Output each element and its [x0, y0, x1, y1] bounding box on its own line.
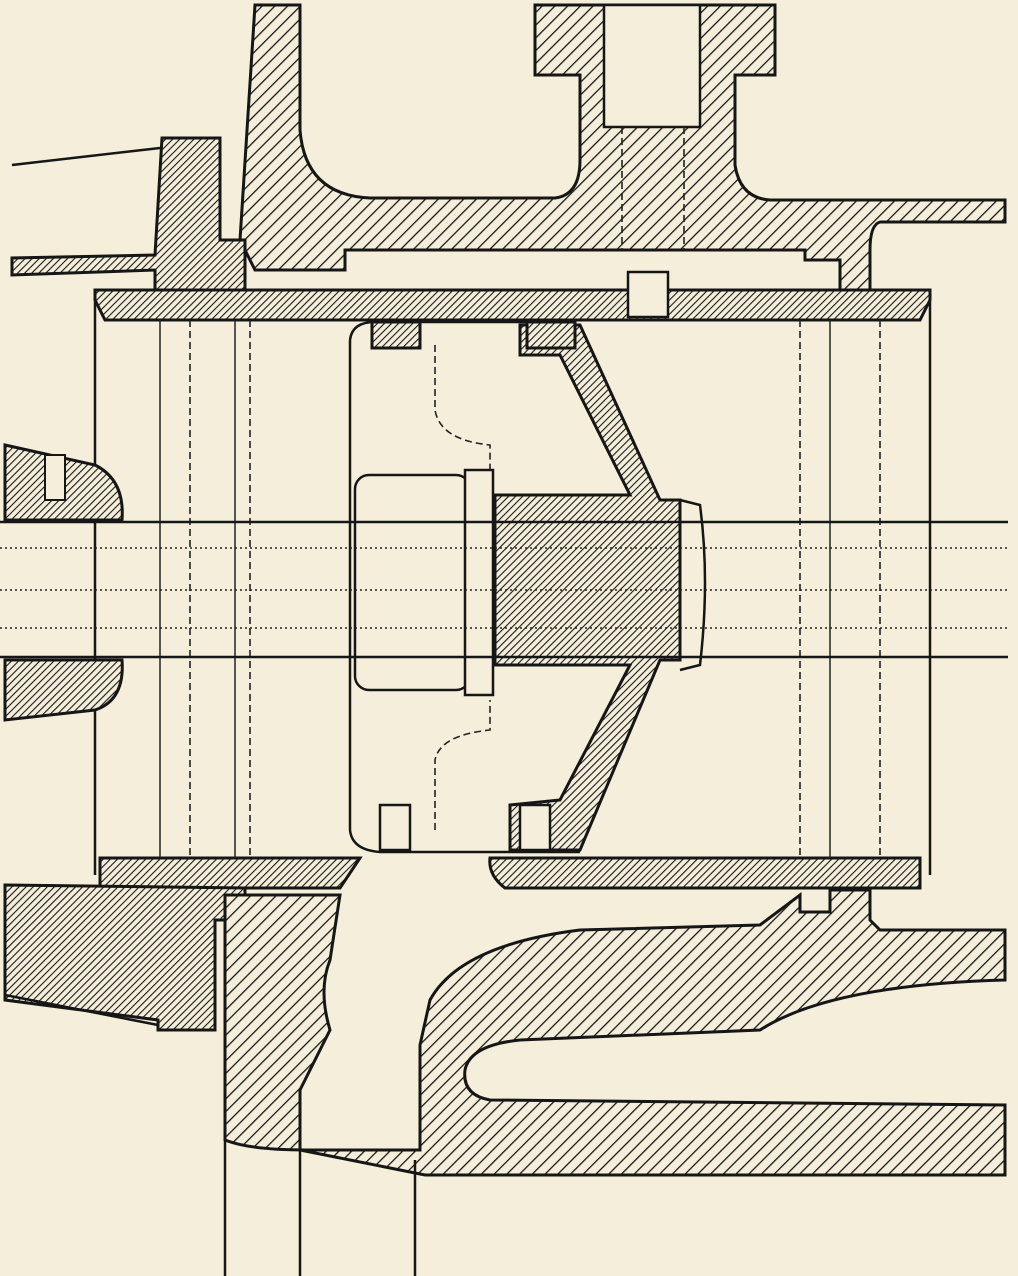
bottom-casting [223, 888, 1007, 1177]
liner-port [626, 270, 670, 319]
left-crosshead [3, 443, 124, 722]
top-boss-bore [602, 3, 702, 129]
liner-top [93, 288, 932, 322]
piston-hub [679, 498, 707, 672]
piston-body [493, 323, 682, 852]
left-bottom-flange [3, 883, 247, 1032]
piston-rod [0, 520, 1008, 659]
piston-collar [463, 468, 495, 697]
vertical-hidden-lines [159, 320, 881, 858]
top-casting [238, 3, 1007, 292]
piston-bolts [370, 320, 577, 852]
liner-bottom [98, 856, 922, 890]
